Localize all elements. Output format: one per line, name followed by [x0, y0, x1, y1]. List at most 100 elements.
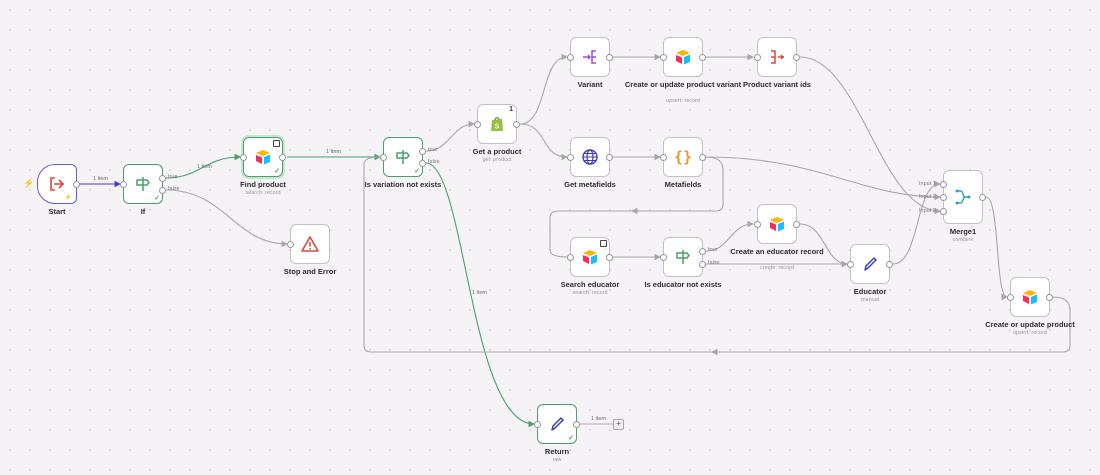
- create-update-product-node[interactable]: [1007, 277, 1053, 317]
- edge-meta-merge: [705, 156, 942, 201]
- edge-label-isvar-return: 1 item: [472, 290, 487, 296]
- stop-error-label: Stop and Error: [283, 267, 337, 276]
- if-true-port[interactable]: [159, 175, 166, 182]
- is-educator-node[interactable]: [660, 237, 706, 277]
- variant-input-port[interactable]: [567, 54, 574, 61]
- success-check-icon: ✓: [274, 168, 280, 175]
- edge-label-if-find: 1 item: [197, 164, 212, 170]
- merge1-input3-port[interactable]: [940, 208, 947, 215]
- variant-label: Variant: [577, 80, 603, 89]
- create-update-product-label: Create or update product: [985, 320, 1075, 329]
- if-false-port[interactable]: [159, 187, 166, 194]
- search-educator-input-port[interactable]: [567, 254, 574, 261]
- return-input-port[interactable]: [534, 421, 541, 428]
- is-educator-label: Is educator not exists: [644, 280, 722, 289]
- edge-isvar-return: [425, 162, 536, 428]
- edge-if-stop: [165, 189, 289, 248]
- is-variation-node[interactable]: ✓: [380, 137, 426, 177]
- is-educator-true-label: true: [708, 247, 718, 253]
- edge-educator-merge: [892, 180, 942, 265]
- get-metafields-label: Get metafields: [564, 180, 616, 189]
- find-product-node[interactable]: ✓: [240, 137, 286, 177]
- get-metafields-input-port[interactable]: [567, 154, 574, 161]
- search-educator-node[interactable]: [567, 237, 613, 277]
- airtable-icon: [580, 247, 600, 267]
- create-update-variant-input-port[interactable]: [660, 54, 667, 61]
- create-update-variant-sublabel: upsert: record: [666, 98, 700, 104]
- get-product-input-port[interactable]: [474, 121, 481, 128]
- is-variation-true-port[interactable]: [419, 148, 426, 155]
- search-educator-sublabel: search: record: [572, 290, 608, 296]
- stop-error-node[interactable]: [287, 224, 330, 264]
- create-update-variant-node[interactable]: [660, 37, 706, 77]
- open-external-icon[interactable]: [600, 240, 607, 247]
- metafields-output-port[interactable]: [699, 154, 706, 161]
- product-variant-ids-node[interactable]: [754, 37, 800, 77]
- merge1-input2-port[interactable]: [940, 194, 947, 201]
- add-node-button[interactable]: +: [613, 419, 624, 430]
- product-variant-ids-output-port[interactable]: [793, 54, 800, 61]
- open-external-icon[interactable]: [273, 140, 280, 147]
- edge-isvar-get: [425, 120, 476, 152]
- create-update-variant-label: Create or update product variant: [624, 80, 742, 89]
- educator-output-port[interactable]: [886, 261, 893, 268]
- signpost-icon: [393, 147, 413, 167]
- educator-input-port[interactable]: [847, 261, 854, 268]
- is-educator-input-port[interactable]: [660, 254, 667, 261]
- get-metafields-output-port[interactable]: [606, 154, 613, 161]
- create-update-product-output-port[interactable]: [1046, 294, 1053, 301]
- start-output-port[interactable]: [73, 181, 80, 188]
- airtable-icon: [767, 214, 787, 234]
- get-metafields-node[interactable]: [567, 137, 613, 177]
- airtable-icon: [673, 47, 693, 67]
- start-node[interactable]: ⚡: [37, 164, 80, 204]
- merge1-output-port[interactable]: [979, 194, 986, 201]
- merge1-input2-label: Input 2: [919, 194, 936, 200]
- merge1-input1-port[interactable]: [940, 181, 947, 188]
- exit-icon: [47, 174, 67, 194]
- create-update-variant-output-port[interactable]: [699, 54, 706, 61]
- return-output-port[interactable]: [573, 421, 580, 428]
- if-input-port[interactable]: [120, 181, 127, 188]
- create-educator-node[interactable]: [754, 204, 800, 244]
- is-variation-label: Is variation not exists: [364, 180, 442, 189]
- find-product-sublabel: search: record: [245, 190, 281, 196]
- aggregate-icon: [767, 47, 787, 67]
- is-variation-false-label: false: [428, 159, 440, 165]
- find-product-input-port[interactable]: [240, 154, 247, 161]
- success-check-icon: ✓: [154, 195, 160, 202]
- merge-icon: [953, 187, 973, 207]
- merge1-input1-label: Input 1: [919, 181, 936, 187]
- trigger-bolt-icon: ⚡: [23, 178, 35, 188]
- is-educator-false-port[interactable]: [699, 261, 706, 268]
- if-node[interactable]: ✓: [120, 164, 166, 204]
- create-educator-output-port[interactable]: [793, 221, 800, 228]
- search-educator-label: Search educator: [560, 280, 620, 289]
- metafields-node[interactable]: {}: [660, 137, 706, 177]
- stop-error-input-port[interactable]: [287, 241, 294, 248]
- return-node[interactable]: ✓: [534, 404, 580, 444]
- educator-node[interactable]: [847, 244, 893, 284]
- metafields-label: Metafields: [664, 180, 702, 189]
- success-check-icon: ✓: [568, 435, 574, 442]
- merge1-label: Merge1: [949, 227, 977, 236]
- is-variation-false-port[interactable]: [419, 160, 426, 167]
- get-product-output-port[interactable]: [513, 121, 520, 128]
- get-product-node[interactable]: S 1: [474, 104, 520, 144]
- metafields-input-port[interactable]: [660, 154, 667, 161]
- product-variant-ids-input-port[interactable]: [754, 54, 761, 61]
- globe-icon: [580, 147, 600, 167]
- create-educator-input-port[interactable]: [754, 221, 761, 228]
- search-educator-output-port[interactable]: [606, 254, 613, 261]
- create-update-product-input-port[interactable]: [1007, 294, 1014, 301]
- variant-output-port[interactable]: [606, 54, 613, 61]
- merge1-node[interactable]: [940, 170, 986, 224]
- variant-node[interactable]: [567, 37, 613, 77]
- is-educator-true-port[interactable]: [699, 248, 706, 255]
- trigger-marker-icon: ⚡: [64, 195, 72, 201]
- airtable-icon: [1020, 287, 1040, 307]
- find-product-output-port[interactable]: [279, 154, 286, 161]
- start-label: Start: [48, 207, 66, 216]
- is-variation-input-port[interactable]: [380, 154, 387, 161]
